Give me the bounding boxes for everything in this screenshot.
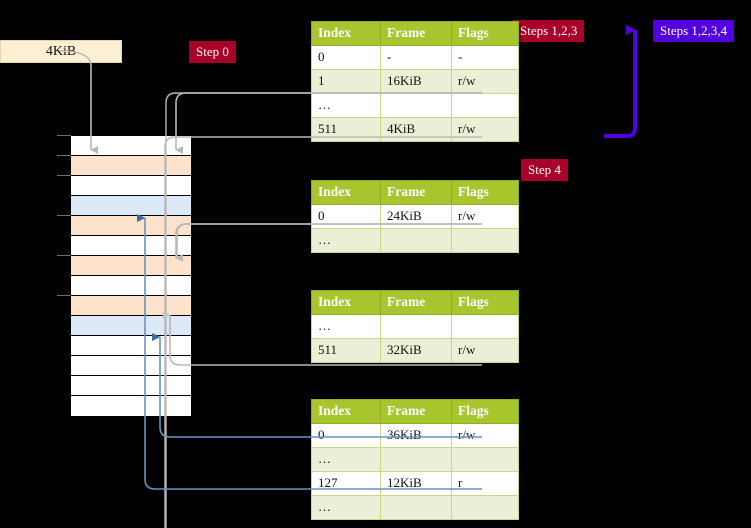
steps-1234-badge: Steps 1,2,3,4 [653, 20, 735, 42]
cell-flags [451, 314, 519, 339]
memory-boundary-tick [57, 155, 71, 156]
column-header-index: Index [311, 399, 381, 424]
cell-frame [380, 314, 452, 339]
cell-frame [380, 93, 452, 118]
memory-frame-row [71, 396, 191, 416]
cell-frame [380, 228, 452, 253]
memory-boundary-tick [57, 135, 71, 136]
frame-size-label: 4KiB [45, 43, 77, 59]
memory-frame-row [71, 176, 191, 196]
cell-index: … [311, 495, 381, 520]
memory-frame-row [71, 196, 191, 216]
memory-frame-row [71, 156, 191, 176]
cell-index: 0 [311, 423, 381, 448]
column-header-flags: Flags [451, 399, 519, 424]
step-4-badge: Step 4 [521, 159, 568, 181]
cell-index: 1 [311, 69, 381, 94]
cell-index: 127 [311, 471, 381, 496]
cell-index: … [311, 314, 381, 339]
cell-frame [380, 495, 452, 520]
cell-flags: - [451, 45, 519, 70]
cell-frame: 16KiB [380, 69, 452, 94]
cell-index: 511 [311, 338, 381, 363]
column-header-frame: Frame [380, 21, 452, 46]
purple-bracket-arrow [604, 25, 637, 138]
step-0-label: Step 0 [196, 44, 229, 59]
cell-frame: 12KiB [380, 471, 452, 496]
step-4-label: Step 4 [528, 162, 561, 177]
memory-boundary-tick [57, 175, 71, 176]
memory-frame-row [71, 316, 191, 336]
column-header-flags: Flags [451, 21, 519, 46]
steps-123-label: Steps 1,2,3 [520, 23, 578, 38]
cell-index: 0 [311, 204, 381, 229]
memory-frame-row [71, 356, 191, 376]
cell-flags: r/w [451, 423, 519, 448]
table-row: … [311, 228, 519, 253]
column-header-flags: Flags [451, 290, 519, 315]
cell-flags: r [451, 471, 519, 496]
cell-frame: 4KiB [380, 117, 452, 142]
physical-memory-column [70, 135, 192, 417]
cell-flags [451, 228, 519, 253]
memory-frame-row [71, 236, 191, 256]
memory-frame-row [71, 336, 191, 356]
column-header-frame: Frame [380, 399, 452, 424]
column-header-frame: Frame [380, 290, 452, 315]
memory-frame-row [71, 256, 191, 276]
cell-frame [380, 447, 452, 472]
column-header-index: Index [311, 21, 381, 46]
table-row: … [311, 495, 519, 520]
steps-123-badge: Steps 1,2,3 [513, 20, 585, 42]
memory-frame-row [71, 216, 191, 236]
memory-frame-row [71, 136, 191, 156]
cell-flags [451, 495, 519, 520]
table-row: … [311, 314, 519, 339]
memory-boundary-tick [57, 215, 71, 216]
cell-frame: 32KiB [380, 338, 452, 363]
memory-frame-row [71, 376, 191, 396]
table-row: … [311, 447, 519, 472]
cell-flags: r/w [451, 338, 519, 363]
cell-frame: 24KiB [380, 204, 452, 229]
table-row: 0-- [311, 45, 519, 70]
cell-flags: r/w [451, 69, 519, 94]
column-header-flags: Flags [451, 180, 519, 205]
cell-index: 511 [311, 117, 381, 142]
cell-flags [451, 93, 519, 118]
cell-index: … [311, 93, 381, 118]
cell-frame: 36KiB [380, 423, 452, 448]
cell-flags [451, 447, 519, 472]
cell-index: 0 [311, 45, 381, 70]
memory-frame-row [71, 296, 191, 316]
frame-size-box: 4KiB [0, 40, 122, 63]
memory-boundary-tick [57, 255, 71, 256]
cell-frame: - [380, 45, 452, 70]
memory-boundary-tick [57, 295, 71, 296]
steps-1234-label: Steps 1,2,3,4 [660, 23, 728, 38]
cell-index: … [311, 447, 381, 472]
column-header-index: Index [311, 290, 381, 315]
column-header-index: Index [311, 180, 381, 205]
table-row: … [311, 93, 519, 118]
cell-flags: r/w [451, 204, 519, 229]
cell-flags: r/w [451, 117, 519, 142]
memory-frame-row [71, 276, 191, 296]
cell-index: … [311, 228, 381, 253]
column-header-frame: Frame [380, 180, 452, 205]
step-0-badge: Step 0 [189, 41, 236, 63]
